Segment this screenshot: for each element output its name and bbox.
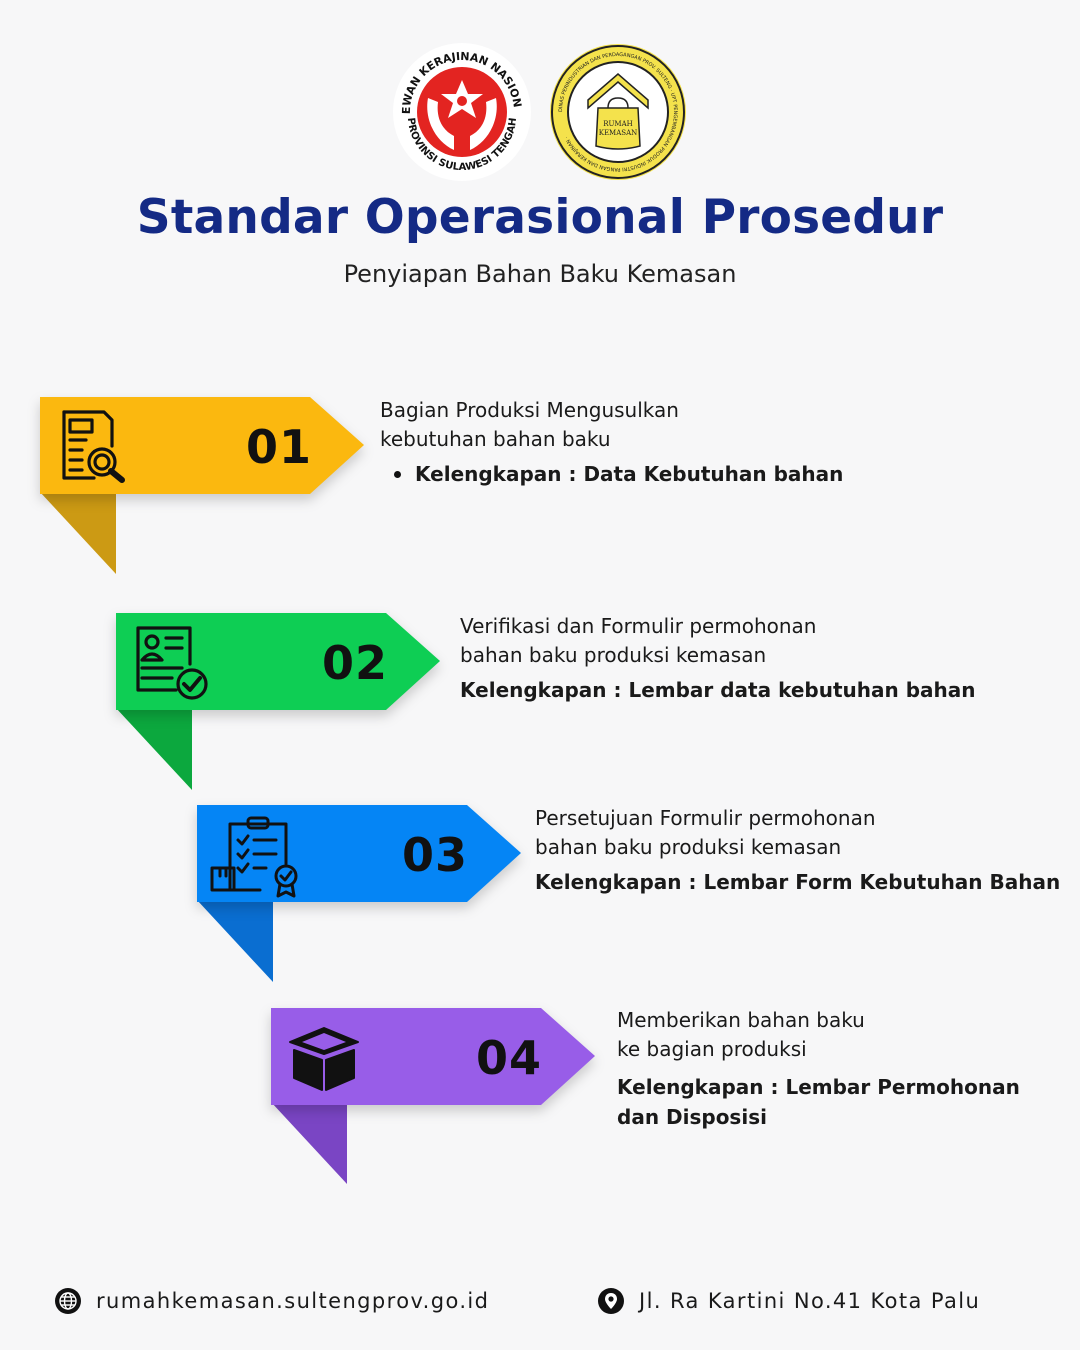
rumah-kemasan-logo: DINAS PERINDUSTRIAN DAN PERDAGANGAN PROV… xyxy=(550,44,686,180)
bullet-icon xyxy=(394,470,401,478)
step-2-fold xyxy=(116,708,192,790)
globe-icon xyxy=(55,1288,81,1314)
page-title: Standar Operasional Prosedur xyxy=(136,190,944,245)
step-4-requirement: Kelengkapan : Lembar Permohonan xyxy=(617,1075,1020,1099)
step-1-requirement: Kelengkapan : Data Kebutuhan bahan xyxy=(415,462,844,486)
step-1-description: Bagian Produksi Mengusulkan kebutuhan ba… xyxy=(380,396,843,489)
step-1-line1: Bagian Produksi Mengusulkan xyxy=(380,398,679,422)
step-4-description: Memberikan bahan baku ke bagian produksi… xyxy=(617,1006,1020,1132)
step-3-line2: bahan baku produksi kemasan xyxy=(535,835,842,859)
footer-website[interactable]: rumahkemasan.sultengprov.go.id xyxy=(54,1287,489,1315)
step-4-banner xyxy=(271,1008,595,1105)
step-4-fold xyxy=(271,1102,347,1184)
step-3-banner xyxy=(197,805,521,902)
step-2-banner xyxy=(116,613,440,710)
step-2-line2: bahan baku produksi kemasan xyxy=(460,643,767,667)
footer-website-text[interactable]: rumahkemasan.sultengprov.go.id xyxy=(96,1289,490,1313)
step-3-fold xyxy=(197,900,273,982)
step-3-description: Persetujuan Formulir permohonan bahan ba… xyxy=(535,804,1060,897)
step-4-line1: Memberikan bahan baku xyxy=(617,1008,865,1032)
step-3-line1: Persetujuan Formulir permohonan xyxy=(535,806,876,830)
location-pin-icon xyxy=(598,1288,624,1314)
step-1-line2: kebutuhan bahan baku xyxy=(380,427,611,451)
footer-address: Jl. Ra Kartini No.41 Kota Palu xyxy=(597,1287,980,1315)
step-1-banner xyxy=(40,397,364,494)
step-4-requirement-cont: dan Disposisi xyxy=(617,1105,767,1129)
step-1-fold xyxy=(40,492,116,574)
resume-check-icon xyxy=(136,626,208,700)
step-2-line1: Verifikasi dan Formulir permohonan xyxy=(460,614,817,638)
page-subtitle: Penyiapan Bahan Baku Kemasan xyxy=(343,260,737,288)
document-search-icon xyxy=(62,410,125,483)
step-4-line2: ke bagian produksi xyxy=(617,1037,807,1061)
step-2-description: Verifikasi dan Formulir permohonan bahan… xyxy=(460,612,975,705)
footer-address-text: Jl. Ra Kartini No.41 Kota Palu xyxy=(639,1289,981,1313)
svg-text:RUMAH: RUMAH xyxy=(603,120,633,128)
step-2-requirement: Kelengkapan : Lembar data kebutuhan baha… xyxy=(460,678,976,702)
clipboard-checklist-icon xyxy=(210,816,298,898)
dekranas-logo: DEWAN KERAJINAN NASIONAL PROVINSI SULAWE… xyxy=(392,38,531,181)
svg-text:KEMASAN: KEMASAN xyxy=(599,129,638,137)
step-1-number: 01 xyxy=(246,420,313,474)
step-3-number: 03 xyxy=(402,828,469,882)
step-3-requirement: Kelengkapan : Lembar Form Kebutuhan Baha… xyxy=(535,870,1061,894)
step-4-number: 04 xyxy=(476,1031,543,1085)
step-2-number: 02 xyxy=(322,636,389,690)
open-box-icon xyxy=(289,1027,359,1091)
